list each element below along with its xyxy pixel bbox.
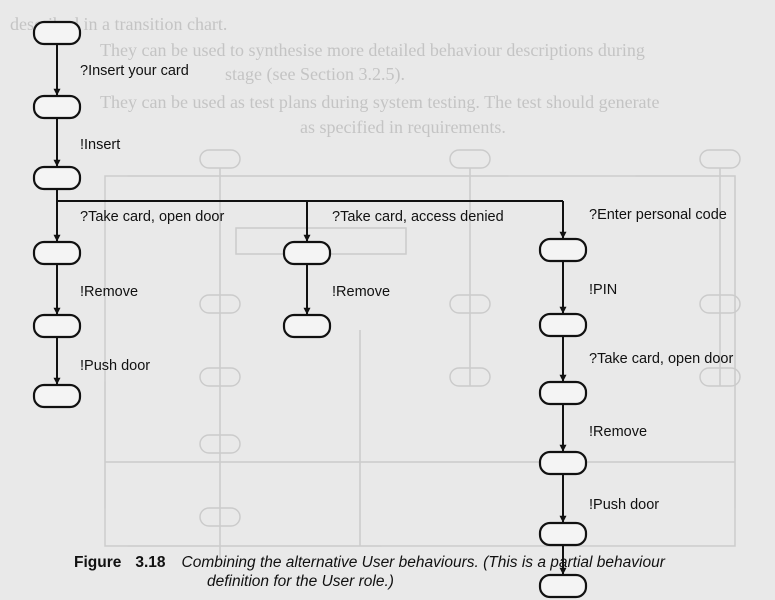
state-s1 <box>32 20 82 46</box>
label-s3-b1: ?Take card, access denied <box>332 209 504 225</box>
state-c5 <box>538 521 588 547</box>
state-b2 <box>282 313 332 339</box>
label-c2-c3: ?Take card, open door <box>589 351 733 367</box>
state-c3 <box>538 380 588 406</box>
label-c1-c2: !PIN <box>589 282 617 298</box>
label-a1-a2: !Remove <box>80 284 138 300</box>
transition-labels: ?Insert your card !Insert ?Take card, open… <box>80 63 733 513</box>
label-b1-b2: !Remove <box>332 284 390 300</box>
state-c6 <box>538 573 588 599</box>
state-s2 <box>32 94 82 120</box>
state-a1 <box>32 240 82 266</box>
state-b1 <box>282 240 332 266</box>
state-c4 <box>538 450 588 476</box>
state-c1 <box>538 237 588 263</box>
label-s3-c1: ?Enter personal code <box>589 207 727 223</box>
figure-number: 3.18 <box>135 554 166 571</box>
transition-arrows <box>53 44 567 575</box>
state-a3 <box>32 383 82 409</box>
caption-text-line-2: definition for the User role.) <box>207 573 394 590</box>
show-through-text-2: They can be used to synthesise more deta… <box>100 40 645 60</box>
label-c3-c4: !Remove <box>589 424 647 440</box>
show-through-text-3: stage (see Section 3.2.5). <box>225 64 405 84</box>
states <box>32 20 588 599</box>
figure-label: Figure <box>74 554 122 571</box>
state-a2 <box>32 313 82 339</box>
show-through-text-4: They can be used as test plans during sy… <box>100 92 660 112</box>
label-s1-s2: ?Insert your card <box>80 63 189 79</box>
label-s3-a1: ?Take card, open door <box>80 209 224 225</box>
show-through-text-5: as specified in requirements. <box>300 117 506 137</box>
label-s2-s3: !Insert <box>80 137 120 153</box>
caption-text-line-1: Combining the alternative User behaviour… <box>181 554 665 571</box>
branch-line <box>56 189 563 202</box>
state-s3 <box>32 165 82 191</box>
state-c2 <box>538 312 588 338</box>
figure-caption: Figure 3.18 Combining the alternative User… <box>74 553 764 591</box>
label-c4-c5: !Push door <box>589 497 659 513</box>
label-a2-a3: !Push door <box>80 358 150 374</box>
